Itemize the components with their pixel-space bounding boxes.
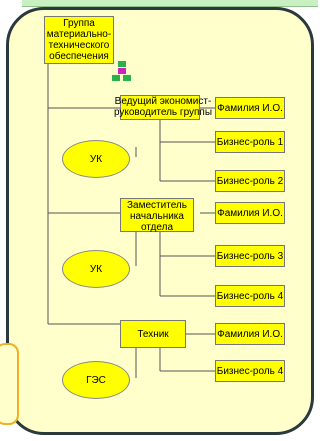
role-label: Бизнес-роль 3 <box>216 250 284 262</box>
role-box: Бизнес-роль 4 <box>215 285 285 307</box>
group-2-head-box <box>120 198 194 232</box>
group-1-oval: УК <box>62 140 130 178</box>
group-2-oval-label: УК <box>89 263 103 275</box>
role-box: Фамилия И.О. <box>215 97 285 119</box>
role-label: Фамилия И.О. <box>217 328 283 340</box>
group-1-head-box <box>120 95 200 120</box>
role-box: Бизнес-роль 3 <box>215 245 285 267</box>
group-2-head-label: Заместитель начальника отдела <box>127 200 187 233</box>
root-box: Группа материально-технического обеспече… <box>44 16 114 64</box>
root-label: Группа материально-технического обеспече… <box>46 18 112 62</box>
role-label: Бизнес-роль 1 <box>216 136 284 148</box>
role-box: Фамилия И.О. <box>215 202 285 224</box>
group-3-head-label: Техник <box>137 328 169 340</box>
group-1-head-label: Ведущий экономист-руководитель группы <box>113 96 213 118</box>
role-box: Фамилия И.О. <box>215 323 285 345</box>
group-1-oval-label: УК <box>89 153 103 165</box>
role-label: Бизнес-роль 2 <box>216 175 284 187</box>
group-3-oval: ГЭС <box>62 361 130 399</box>
group-3-oval-label: ГЭС <box>86 374 106 386</box>
role-box: Бизнес-роль 4 <box>215 360 285 382</box>
group-2-oval: УК <box>62 250 130 288</box>
role-label: Фамилия И.О. <box>217 102 283 114</box>
group-3-head-box: Техник <box>120 320 186 348</box>
role-label: Фамилия И.О. <box>217 207 283 219</box>
side-tab <box>0 343 19 425</box>
role-label: Бизнес-роль 4 <box>216 365 284 377</box>
role-label: Бизнес-роль 4 <box>216 290 284 302</box>
top-strip <box>22 0 318 7</box>
role-box: Бизнес-роль 1 <box>215 131 285 153</box>
role-box: Бизнес-роль 2 <box>215 170 285 192</box>
org-chart-icon <box>112 61 134 83</box>
